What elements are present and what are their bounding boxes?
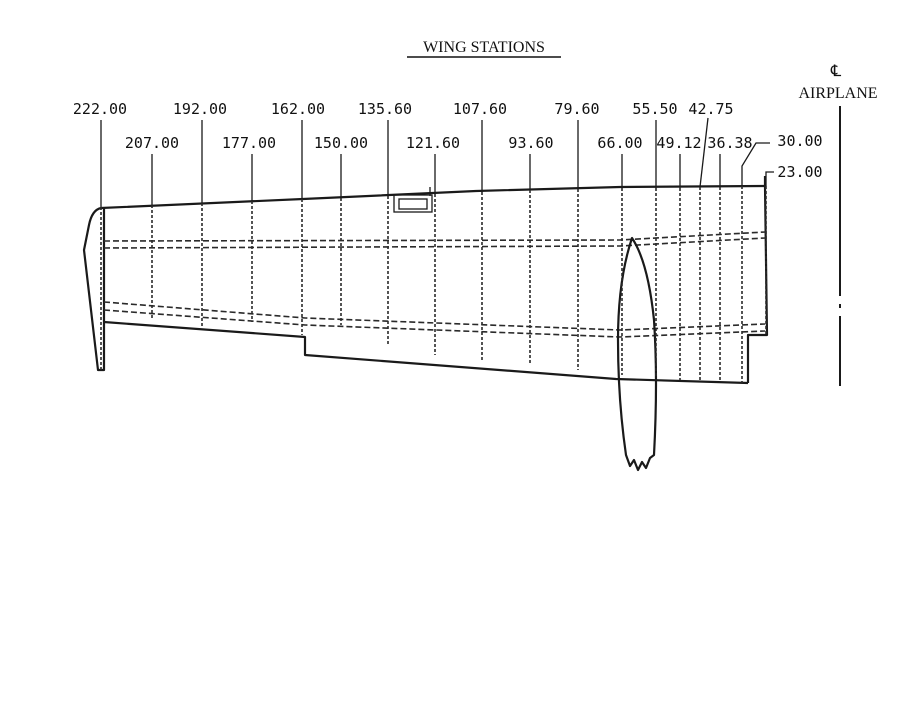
station-leader (765, 171, 774, 186)
station-label: 55.50 (632, 100, 677, 118)
wing-outline (82, 176, 769, 385)
station-leader (699, 117, 709, 188)
station-label: 49.12 (656, 134, 701, 152)
station-label: 107.60 (453, 100, 507, 118)
front-spar-inner (103, 237, 766, 249)
centerline-symbol: ℄ (830, 63, 842, 80)
station-label: 23.00 (777, 163, 822, 181)
station-label: 222.00 (73, 100, 127, 118)
station-label: 30.00 (777, 132, 822, 150)
front-spar (103, 231, 766, 242)
station-leaders (100, 117, 774, 207)
station-label: 207.00 (125, 134, 179, 152)
rear-spar-inner (103, 309, 766, 338)
wing-spars (103, 231, 766, 338)
trailing-edge (103, 320, 749, 385)
station-label: 66.00 (597, 134, 642, 152)
station-label: 121.60 (406, 134, 460, 152)
diagram-title: WING STATIONS (423, 39, 545, 56)
station-label: 135.60 (358, 100, 412, 118)
station-label: 93.60 (508, 134, 553, 152)
station-label: 150.00 (314, 134, 368, 152)
propeller-blade (616, 236, 658, 472)
station-ribs (100, 186, 767, 383)
leading-edge (100, 176, 767, 210)
station-label: 162.00 (271, 100, 325, 118)
wing-root (746, 185, 769, 383)
station-label: 192.00 (173, 100, 227, 118)
wing-tip (82, 206, 106, 372)
station-label: 42.75 (688, 100, 733, 118)
station-labels: 222.00 207.00 192.00 177.00 162.00 150.0… (73, 100, 823, 181)
rear-spar (103, 301, 766, 331)
access-hatch (393, 187, 433, 213)
station-label: 79.60 (554, 100, 599, 118)
station-leader (741, 142, 770, 186)
station-label: 36.38 (707, 134, 752, 152)
station-label: 177.00 (222, 134, 276, 152)
centerline-label: AIRPLANE (798, 85, 877, 102)
